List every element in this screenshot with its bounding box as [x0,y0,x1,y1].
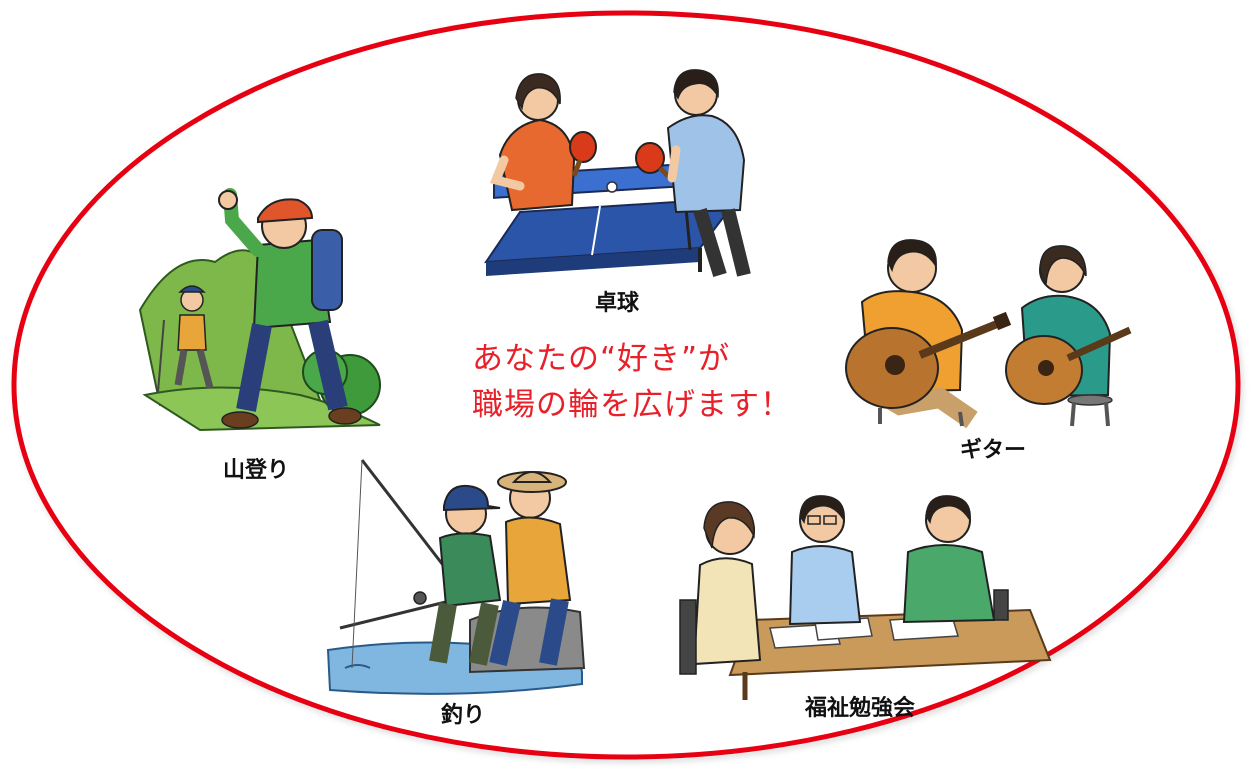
slogan: あなたの“好き”が 職場の輪を広げます！ [472,336,792,428]
guitar-players-illustration [845,239,1132,429]
label-fishing: 釣り [440,703,486,728]
fishing-couple-illustration [326,459,586,695]
label-welfare-study: 福祉勉強会 [804,696,916,721]
label-table-tennis: 卓球 [594,291,640,316]
study-group-meeting-illustration [679,495,1052,700]
slogan-line-1: あなたの“好き”が [472,341,731,377]
mountain-hikers-illustration [138,188,381,432]
label-hiking: 山登り [222,458,290,483]
table-tennis-players-illustration [484,69,751,278]
label-guitar: ギター [959,438,1027,463]
slogan-line-2: 職場の輪を広げます！ [472,387,792,423]
